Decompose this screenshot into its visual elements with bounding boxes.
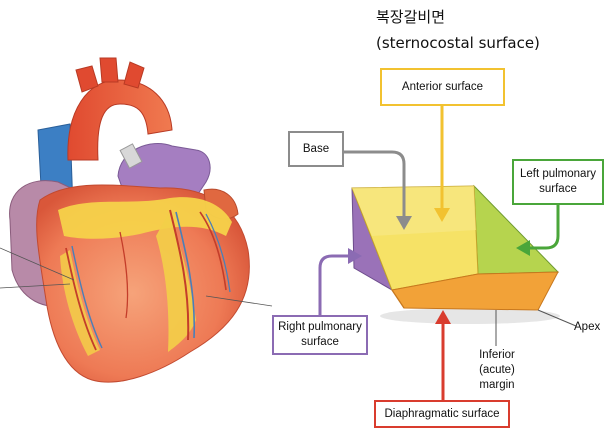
left-pulmonary-connector xyxy=(528,205,558,248)
wedge-diagram xyxy=(320,106,576,400)
inferior-margin-label: Inferior (acute) margin xyxy=(462,348,532,393)
heart-illustration xyxy=(0,58,272,382)
anterior-surface-label: Anterior surface xyxy=(380,68,505,106)
title-english: (sternocostal surface) xyxy=(376,32,540,54)
right-pulmonary-surface-label: Right pulmonary surface xyxy=(272,315,368,355)
anterior-face-shade xyxy=(352,186,476,236)
right-pulmonary-connector xyxy=(320,256,350,315)
title-korean: 복장갈비면 xyxy=(376,6,445,28)
left-pulmonary-surface-label: Left pulmonary surface xyxy=(512,159,604,205)
base-label: Base xyxy=(288,131,344,167)
diaphragmatic-surface-label: Diaphragmatic surface xyxy=(374,400,510,428)
aortic-branch-2 xyxy=(100,58,118,82)
apex-label: Apex xyxy=(574,320,606,335)
